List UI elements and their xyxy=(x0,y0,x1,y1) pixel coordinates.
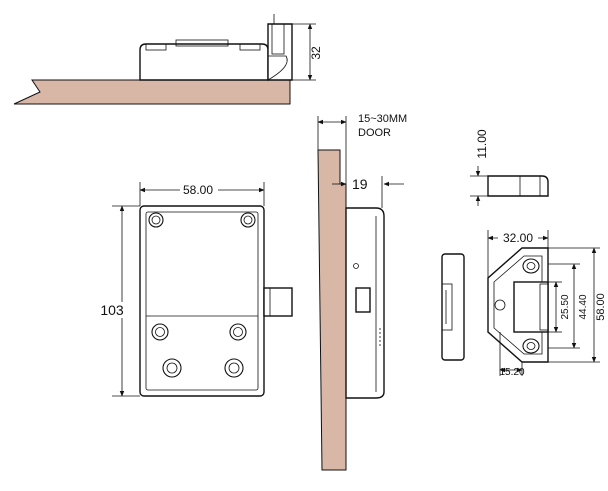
dim-strike-base: 15.20 xyxy=(499,367,524,378)
strike-side-view xyxy=(441,253,465,361)
front-view: 58.00 103 xyxy=(98,182,293,397)
strike-front-view: 32.00 25.50 44.40 58.00 15.20 xyxy=(487,230,607,378)
front-bolt xyxy=(263,287,293,317)
screw-icon xyxy=(494,258,540,354)
dim-strike-width: 32.00 xyxy=(503,231,533,245)
top-view: 32 xyxy=(13,14,323,105)
top-lock-body xyxy=(139,43,269,81)
strike-top-view: 11.00 xyxy=(470,129,549,206)
dim-strike-thickness: 11.00 xyxy=(475,129,489,158)
strike-side-body xyxy=(441,253,465,361)
dim-strike-mid: 44.40 xyxy=(578,294,589,319)
dim-offset: 19 xyxy=(352,176,368,192)
side-latch xyxy=(355,287,371,313)
dim-strike-height: 58.00 xyxy=(595,293,607,321)
dim-door-label: DOOR xyxy=(358,127,391,139)
door-wood xyxy=(317,149,347,471)
dim-door-range: 15~30MM xyxy=(358,113,407,125)
strike-top-body xyxy=(487,175,549,197)
dim-lock-width: 58.00 xyxy=(183,183,213,197)
top-shelf-wood xyxy=(13,79,291,105)
dim-top-height: 32 xyxy=(309,46,323,60)
screw-icon xyxy=(148,212,256,378)
dim-strike-inner: 25.50 xyxy=(560,294,571,319)
dim-lock-height: 103 xyxy=(100,302,124,318)
side-view: 15~30MM DOOR 19 xyxy=(317,113,407,471)
front-lock-body xyxy=(139,205,265,397)
